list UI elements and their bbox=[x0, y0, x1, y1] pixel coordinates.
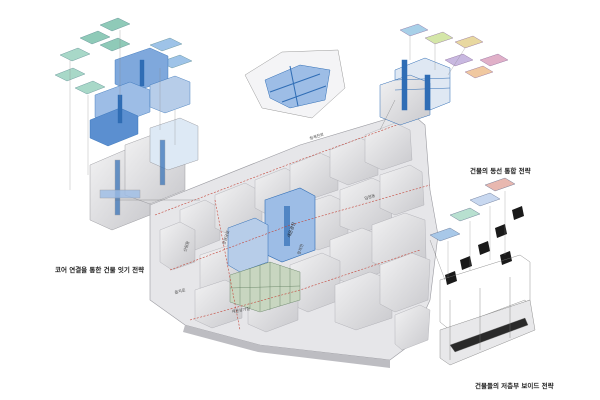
plaza-grid bbox=[229, 261, 301, 313]
label-street-d: 산림동 bbox=[181, 240, 190, 253]
site-side bbox=[183, 325, 390, 368]
top-right-diagram bbox=[379, 23, 509, 126]
left-blue-blocks bbox=[89, 47, 191, 147]
left-leader-lines bbox=[69, 30, 176, 190]
left-exploded-diagram bbox=[54, 17, 199, 231]
caption-lower-void-strategy: 건물들의 저층부 보이드 전략 bbox=[475, 382, 554, 390]
label-street-a: 청계천로 bbox=[308, 131, 324, 141]
top-right-small-plans bbox=[399, 23, 509, 79]
label-street-e: 창경궁로 bbox=[220, 229, 230, 245]
left-lower-mass bbox=[89, 117, 199, 231]
bottom-right-section bbox=[439, 254, 536, 366]
label-street-g: 청계천 bbox=[295, 243, 304, 256]
caption-circulation-integration-strategy: 건물의 동선 통합 전략 bbox=[470, 167, 531, 175]
core-buildings bbox=[227, 187, 316, 273]
caption-core-connection-strategy: 코어 연결을 통한 건물 잇기 전략 bbox=[55, 266, 145, 274]
bottom-right-diagram bbox=[429, 177, 536, 366]
key-map bbox=[244, 49, 346, 119]
connector-lines bbox=[115, 99, 446, 281]
label-street-c: 세운상가길 bbox=[231, 305, 250, 314]
site-block: 세운광장 청계천로 을지로 세운상가길 산림동 창경궁로 입정동 청계천 bbox=[149, 111, 439, 368]
street-lines bbox=[154, 121, 431, 331]
building-masses bbox=[159, 122, 431, 351]
bottom-right-rooms bbox=[429, 177, 516, 242]
top-right-building bbox=[379, 57, 451, 126]
label-street-b: 을지로 bbox=[174, 286, 187, 295]
label-street-f: 입정동 bbox=[363, 192, 376, 201]
